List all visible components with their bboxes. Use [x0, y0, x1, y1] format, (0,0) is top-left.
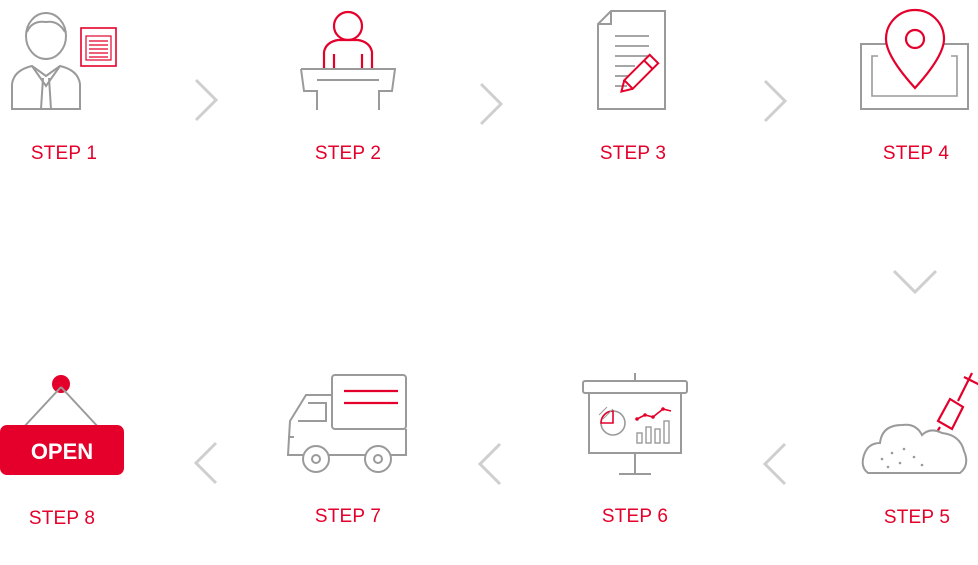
step-7-label: STEP 7	[314, 506, 382, 527]
chevron-right-icon	[479, 82, 504, 126]
step-1-label: STEP 1	[30, 143, 98, 164]
step-5-label: STEP 5	[883, 507, 951, 528]
step-5: STEP 5	[848, 365, 978, 555]
step-8: OPEN STEP 8	[0, 365, 150, 555]
delivery-truck-icon	[286, 374, 407, 473]
step-4: STEP 4	[848, 0, 978, 180]
step-2-label: STEP 2	[314, 143, 382, 164]
shovel-in-soil-icon	[861, 372, 978, 474]
chevron-left-icon	[193, 441, 218, 485]
step-6-label: STEP 6	[601, 506, 669, 527]
person-at-desk-icon	[300, 10, 397, 110]
step-8-label: STEP 8	[28, 508, 96, 529]
step-2: STEP 2	[290, 0, 440, 180]
step-6: STEP 6	[575, 365, 725, 555]
chevron-left-icon	[762, 442, 787, 486]
step-3-label: STEP 3	[599, 143, 667, 164]
step-7: STEP 7	[280, 365, 430, 555]
step-3: STEP 3	[575, 0, 725, 180]
step-4-label: STEP 4	[882, 143, 950, 164]
person-with-document-icon	[11, 12, 117, 110]
presentation-board-icon	[582, 373, 688, 475]
chevron-right-icon	[763, 79, 788, 123]
open-sign-icon	[0, 375, 124, 475]
chevron-left-icon	[477, 442, 502, 486]
chevron-down-icon	[892, 269, 938, 295]
chevron-right-icon	[194, 78, 219, 122]
location-pin-map-icon	[860, 8, 969, 110]
document-with-pencil-icon	[597, 10, 666, 110]
step-1: STEP 1	[0, 0, 150, 180]
open-sign-text: OPEN	[30, 439, 94, 464]
